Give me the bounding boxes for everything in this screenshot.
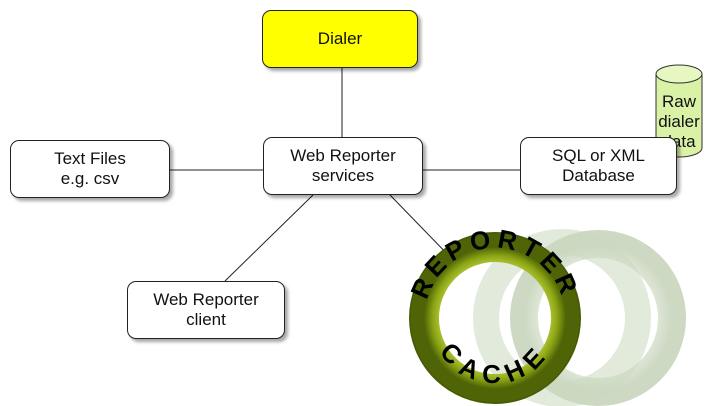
cylinder-label-line-1: Raw xyxy=(662,92,697,111)
edge-services-client xyxy=(224,194,314,282)
web-reporter-client-node: Web Reporter client xyxy=(127,281,285,339)
dialer-node: Dialer xyxy=(262,10,418,68)
cylinder-label-line-2: dialer xyxy=(658,112,700,131)
web-reporter-services-node: Web Reporter services xyxy=(263,137,423,195)
reporter-cache-logo: REPORTER CACHE xyxy=(404,223,686,406)
web-reporter-client-label: Web Reporter client xyxy=(153,290,259,329)
dialer-label: Dialer xyxy=(317,29,363,48)
database-node: SQL or XML Database xyxy=(520,137,677,195)
raw-data-cylinder: Raw dialer data xyxy=(655,64,703,158)
web-reporter-services-label: Web Reporter services xyxy=(290,146,396,185)
database-label: SQL or XML Database xyxy=(552,146,645,185)
text-files-node: Text Files e.g. csv xyxy=(10,140,170,198)
text-files-label: Text Files e.g. csv xyxy=(54,149,126,188)
